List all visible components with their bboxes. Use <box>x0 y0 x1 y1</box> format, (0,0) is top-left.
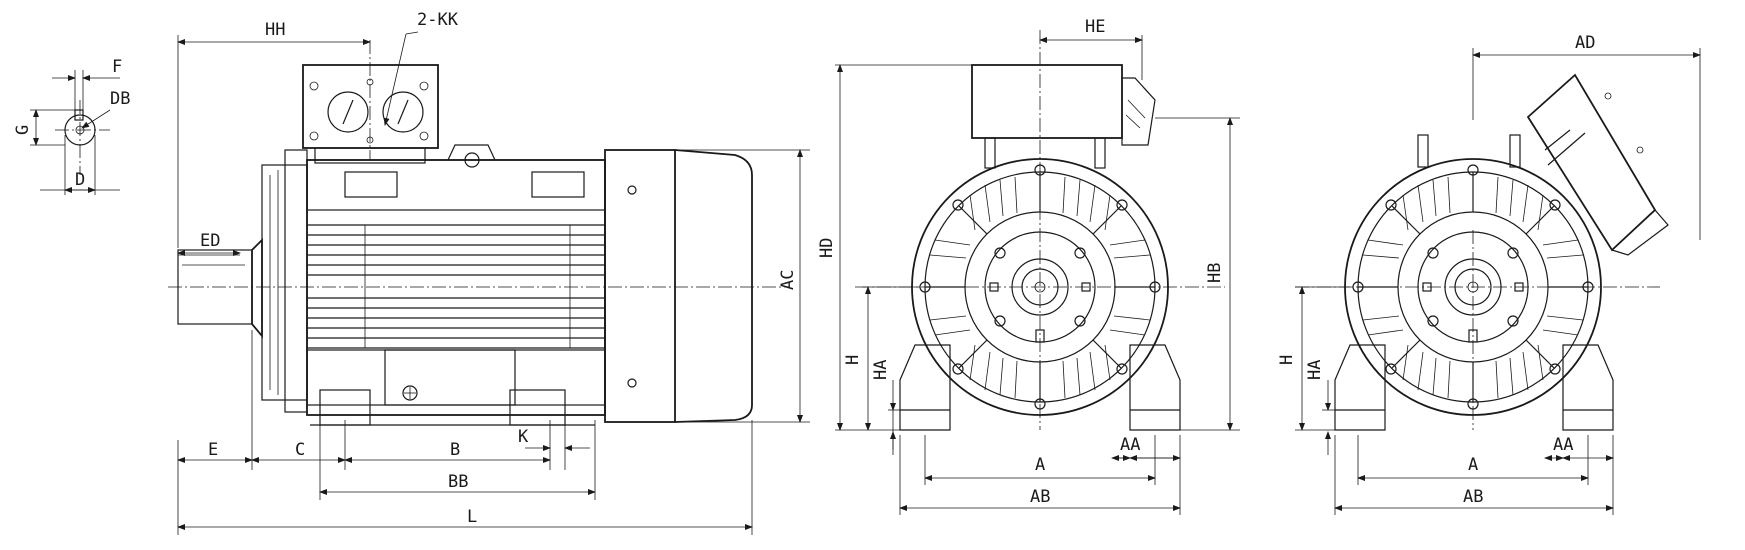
label-ac: AC <box>778 270 798 290</box>
label-aa-front: AA <box>1120 435 1140 455</box>
side-view-dimensions <box>177 31 810 535</box>
label-hd: HD <box>817 238 837 258</box>
label-hh: HH <box>265 20 285 40</box>
fan-cover <box>604 149 753 423</box>
label-k: K <box>518 427 529 447</box>
label-ed: ED <box>200 231 220 251</box>
label-ha-front2: HA <box>1305 360 1325 380</box>
label-e: E <box>208 440 218 460</box>
label-ab-front: AB <box>1030 487 1050 507</box>
label-f: F <box>112 57 122 77</box>
label-l: L <box>467 507 477 527</box>
terminal-box <box>302 40 439 164</box>
label-a-front2: A <box>1468 455 1478 475</box>
motor-body <box>306 159 606 416</box>
label-he: HE <box>1085 17 1105 37</box>
label-ad: AD <box>1575 33 1595 53</box>
label-d: D <box>75 170 85 190</box>
label-bb: BB <box>448 472 468 492</box>
label-g: G <box>13 125 33 135</box>
label-h-front: H <box>843 355 863 365</box>
label-c: C <box>295 440 305 460</box>
cooling-ribs <box>307 224 605 349</box>
label-a-front: A <box>1035 455 1045 475</box>
label-ha-front: HA <box>871 360 891 380</box>
front-view-side-box: AD H HA A AA AB <box>1277 33 1701 515</box>
label-hb: HB <box>1205 263 1225 283</box>
angled-terminal-box <box>1526 73 1669 256</box>
side-view: HH 2-KK ED AC E C B K BB L <box>168 10 810 535</box>
label-h-front2: H <box>1277 355 1297 365</box>
rib-pattern-2 <box>1358 172 1588 402</box>
front-view-top-box: HE HD HB H HA A AA AB <box>817 17 1240 515</box>
label-b: B <box>450 440 460 460</box>
shaft-key-detail: F DB G D <box>13 57 130 195</box>
label-ab-front2: AB <box>1463 487 1483 507</box>
label-aa-front2: AA <box>1553 435 1573 455</box>
rib-pattern <box>925 172 1155 402</box>
label-2-kk: 2-KK <box>417 10 459 30</box>
label-db: DB <box>110 89 130 109</box>
